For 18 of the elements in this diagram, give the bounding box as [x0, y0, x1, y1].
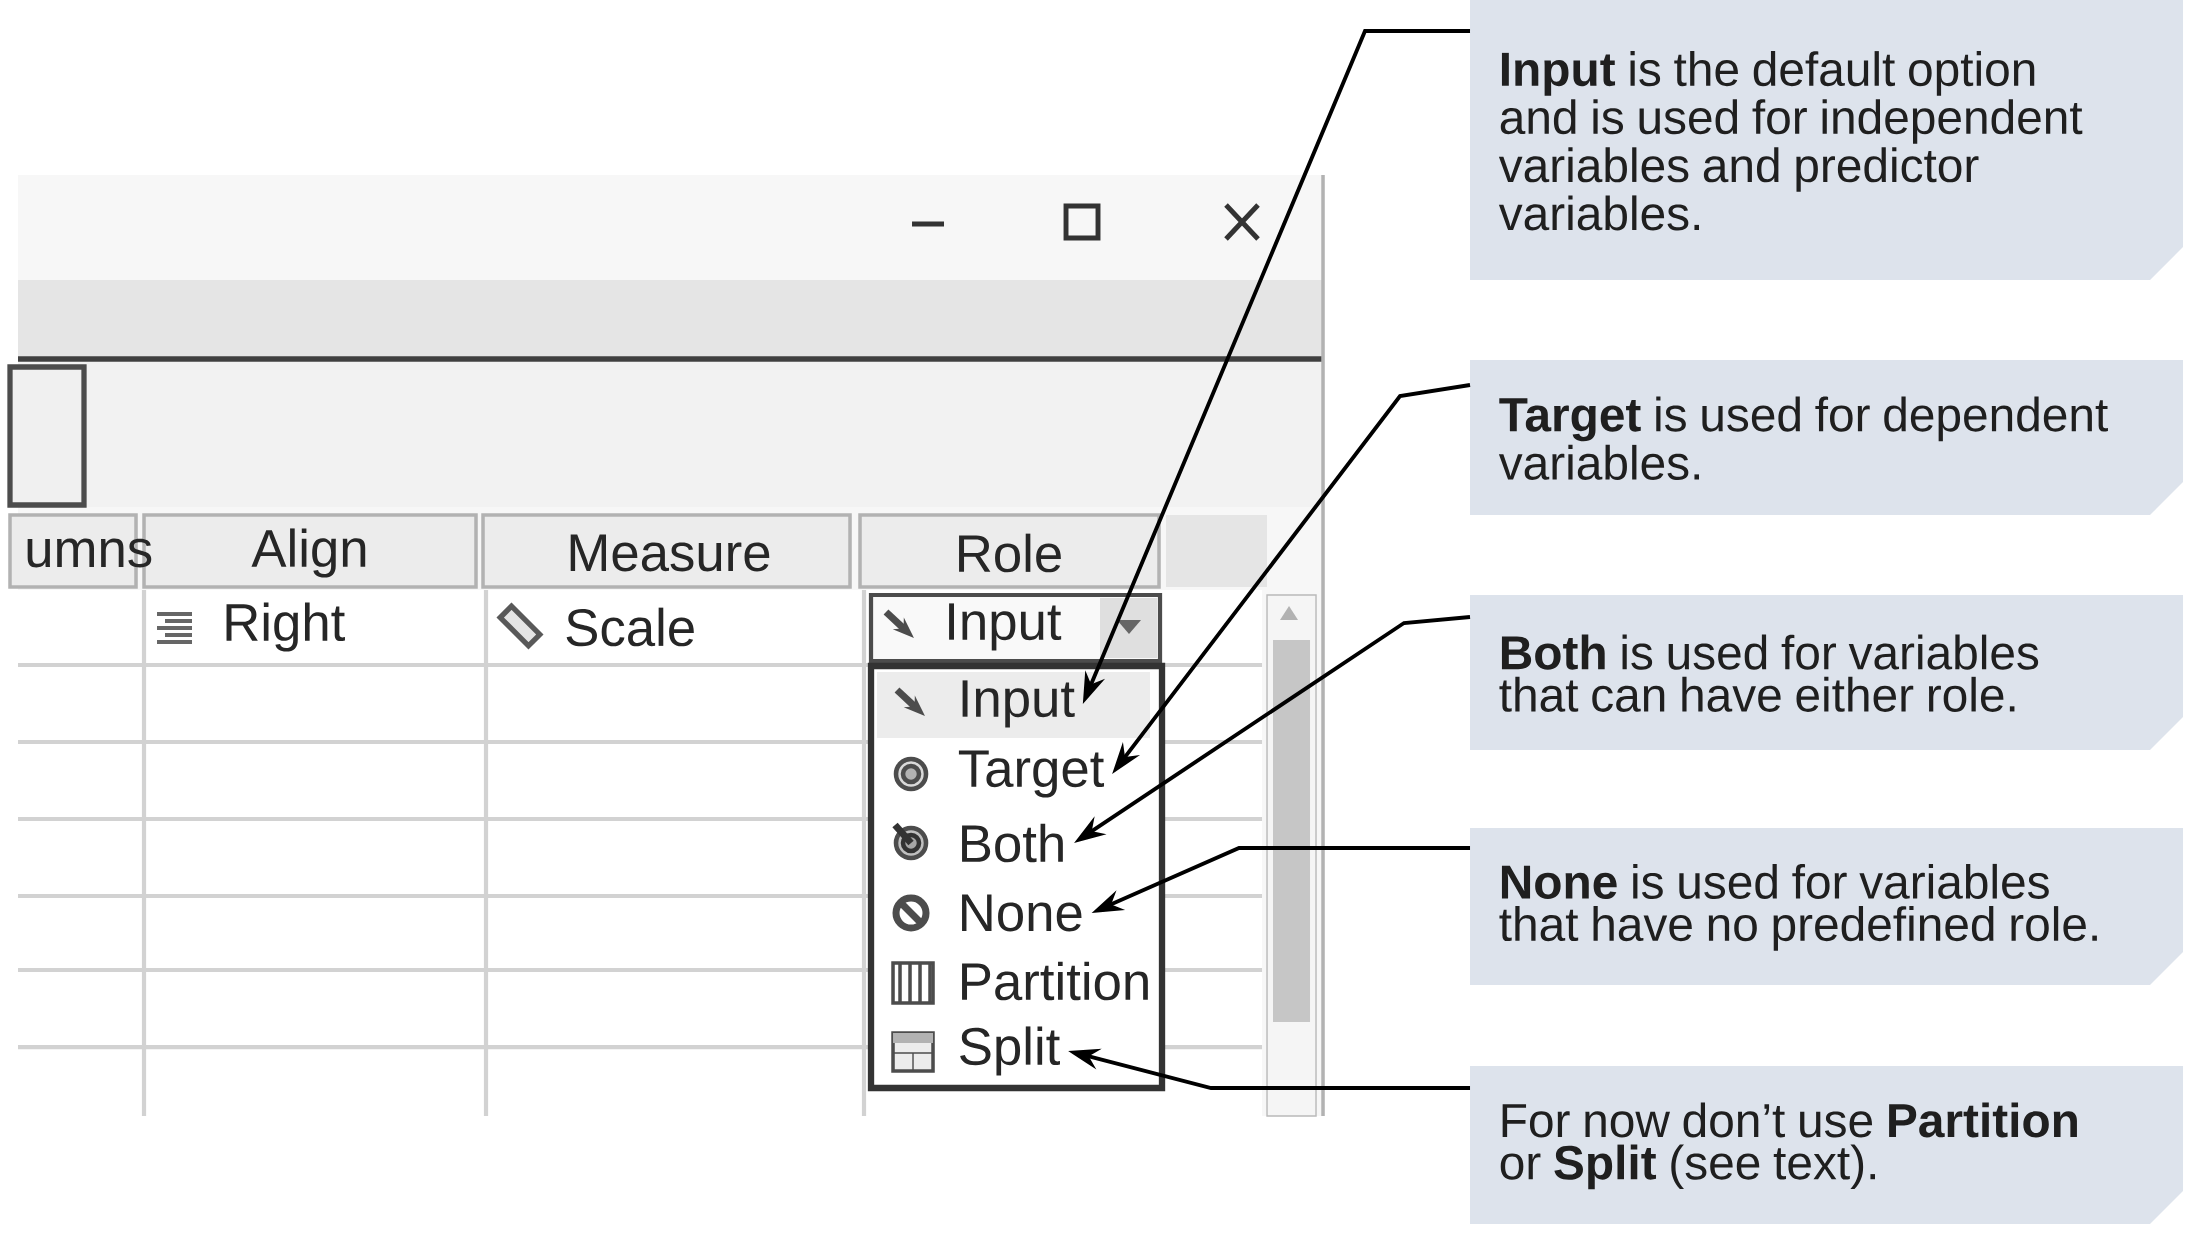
- menu-item: Partition: [962, 961, 1148, 1001]
- cell-text: Scale: [566, 607, 694, 647]
- callout-box: Input is the default option and is used for independent variables and predictor variables.: [1470, 0, 2184, 280]
- combo-box-text: Input: [949, 603, 1062, 651]
- menu-item: Both: [962, 823, 1063, 863]
- column-header-text: Align: [251, 528, 366, 578]
- callout-box: Both is used for variables that can have either role.: [1470, 595, 2184, 750]
- column-header-text: Measure: [570, 534, 770, 572]
- callout-box: None is used for variables that have no predefined role.: [1470, 828, 2184, 985]
- cell-text: Right: [226, 602, 345, 652]
- menu-item: Input: [962, 680, 1075, 728]
- callout-box: For now don’t use Partition or Split (see text).: [1470, 1066, 2184, 1224]
- menu-item: None: [962, 894, 1082, 932]
- menu-item: Target: [958, 750, 1104, 798]
- callout-box: Target is used for dependent variables.: [1470, 360, 2184, 515]
- column-header-text: umns: [27, 538, 152, 568]
- menu-item: Split: [960, 1026, 1060, 1076]
- column-header-text: Role: [959, 533, 1061, 573]
